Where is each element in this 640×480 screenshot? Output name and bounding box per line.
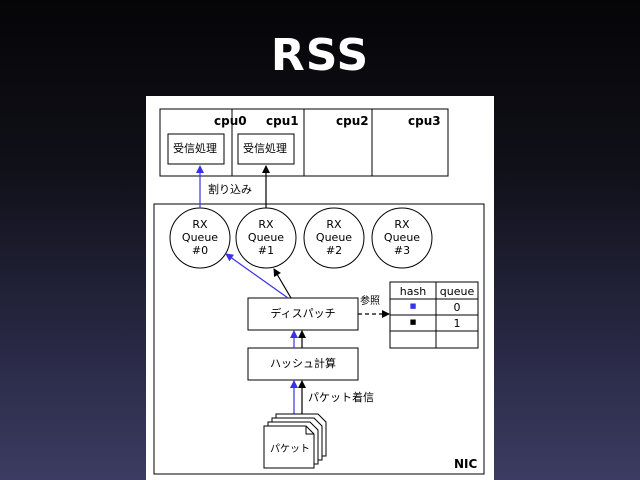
nic-box bbox=[153, 203, 485, 475]
cpu0-label: cpu0 bbox=[214, 114, 247, 128]
slide-title: RSS bbox=[270, 30, 370, 81]
reference-label: 参照 bbox=[360, 296, 380, 307]
cpu1-task-box bbox=[237, 133, 295, 165]
cpu2-label: cpu2 bbox=[336, 114, 369, 128]
packet-label: パケット bbox=[270, 444, 310, 455]
rx-queue-3-circle bbox=[371, 207, 433, 269]
diagram-lines bbox=[153, 108, 485, 475]
rx-queue-2-circle bbox=[303, 207, 365, 269]
dispatch-to-queue-0-arrow bbox=[225, 253, 289, 299]
cpu1-label: cpu1 bbox=[266, 114, 299, 128]
cpu0-task-label: 受信処理 bbox=[173, 142, 217, 155]
interrupt-label: 割り込み bbox=[208, 183, 252, 196]
hash-marker-0: ■ bbox=[409, 302, 417, 310]
cpu1-task-label: 受信処理 bbox=[243, 142, 287, 155]
hash-queue-value-0: 0 bbox=[453, 301, 461, 314]
packet-arrival-label: パケット着信 bbox=[308, 391, 374, 404]
hash-table-header-hash: hash bbox=[399, 285, 427, 298]
hash-queue-value-1: 1 bbox=[453, 317, 461, 330]
hash-table-header-queue: queue bbox=[439, 285, 475, 298]
packet-stack bbox=[263, 413, 327, 469]
cpu0-task-box bbox=[167, 133, 225, 165]
dispatch-label: ディスパッチ bbox=[270, 307, 336, 320]
nic-label: NIC bbox=[454, 457, 478, 471]
hash-calc-label: ハッシュ計算 bbox=[270, 357, 336, 370]
cpu3-label: cpu3 bbox=[408, 114, 441, 128]
hash-table-grid bbox=[389, 281, 479, 349]
hash-marker-1: ■ bbox=[409, 318, 417, 326]
dispatch-to-queue-1-arrow bbox=[273, 268, 292, 299]
